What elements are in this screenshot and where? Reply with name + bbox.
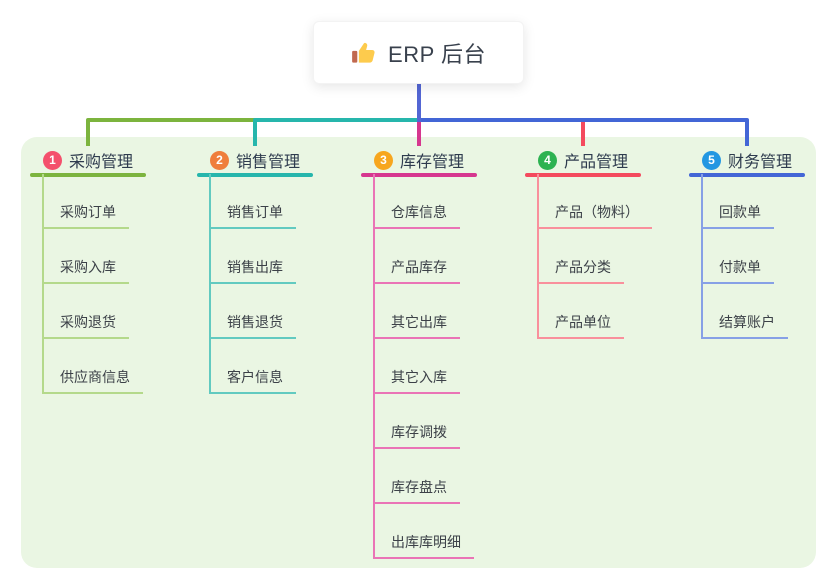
- child-row: 采购订单: [44, 174, 244, 229]
- child-row: 出库库明细: [375, 504, 575, 559]
- branch-node-1[interactable]: 1 采购管理: [30, 147, 146, 173]
- child-row: 其它入库: [375, 339, 575, 394]
- branch-underline: [525, 173, 641, 177]
- branch-underline: [197, 173, 313, 177]
- child-node[interactable]: 结算账户: [703, 315, 788, 339]
- child-node[interactable]: 回款单: [703, 205, 774, 229]
- branch-number-badge: 3: [373, 150, 393, 170]
- child-row: 采购入库: [44, 229, 244, 284]
- child-row: 库存盘点: [375, 449, 575, 504]
- child-node[interactable]: 出库库明细: [375, 535, 474, 559]
- branch-underline: [361, 173, 477, 177]
- child-node[interactable]: 库存调拨: [375, 425, 460, 449]
- branch-5: 5 财务管理回款单付款单结算账户: [689, 147, 805, 339]
- child-row: 销售退货: [211, 284, 411, 339]
- branch-title: 库存管理: [399, 154, 464, 171]
- branch-title: 财务管理: [727, 154, 792, 171]
- child-row: 产品单位: [539, 284, 739, 339]
- branch-children: 仓库信息产品库存其它出库其它入库库存调拨库存盘点出库库明细: [373, 174, 575, 559]
- child-row: 其它出库: [375, 284, 575, 339]
- child-node[interactable]: 产品单位: [539, 315, 624, 339]
- child-row: 产品库存: [375, 229, 575, 284]
- child-node[interactable]: 采购退货: [44, 315, 129, 339]
- branch-2: 2 销售管理销售订单销售出库销售退货客户信息: [197, 147, 313, 394]
- child-row: 销售订单: [211, 174, 411, 229]
- child-row: 回款单: [703, 174, 839, 229]
- branch-title: 销售管理: [235, 154, 300, 171]
- child-row: 库存调拨: [375, 394, 575, 449]
- child-node[interactable]: 其它入库: [375, 370, 460, 394]
- branch-4: 4 产品管理产品（物料） 产品分类产品单位: [525, 147, 652, 339]
- branch-title: 产品管理: [563, 154, 628, 171]
- thumbs-up-icon: [352, 42, 375, 63]
- branch-node-4[interactable]: 4 产品管理: [525, 147, 641, 173]
- child-node[interactable]: 供应商信息: [44, 370, 143, 394]
- child-node[interactable]: 销售出库: [211, 260, 296, 284]
- child-row: 采购退货: [44, 284, 244, 339]
- branch-children: 产品（物料） 产品分类产品单位: [537, 174, 739, 339]
- child-row: 客户信息: [211, 339, 411, 394]
- child-node[interactable]: 产品（物料）: [539, 205, 652, 229]
- child-node[interactable]: 销售订单: [211, 205, 296, 229]
- child-node[interactable]: 库存盘点: [375, 480, 460, 504]
- branch-underline: [30, 173, 146, 177]
- branch-children: 采购订单采购入库采购退货供应商信息: [42, 174, 244, 394]
- branch-number-badge: 1: [42, 150, 62, 170]
- child-row: 仓库信息: [375, 174, 575, 229]
- child-node[interactable]: 产品分类: [539, 260, 624, 284]
- child-node[interactable]: 销售退货: [211, 315, 296, 339]
- branch-node-3[interactable]: 3 库存管理: [361, 147, 477, 173]
- child-row: 产品（物料）: [539, 174, 739, 229]
- child-row: 付款单: [703, 229, 839, 284]
- branch-number-badge: 2: [209, 150, 229, 170]
- branch-children: 回款单付款单结算账户: [701, 174, 839, 339]
- child-node[interactable]: 采购订单: [44, 205, 129, 229]
- branch-3: 3 库存管理仓库信息产品库存其它出库其它入库库存调拨库存盘点出库库明细: [361, 147, 477, 559]
- child-node[interactable]: 客户信息: [211, 370, 296, 394]
- branch-1: 1 采购管理采购订单采购入库采购退货供应商信息: [30, 147, 146, 394]
- root-node-label: ERP 后台: [388, 41, 486, 67]
- branch-underline: [689, 173, 805, 177]
- child-node[interactable]: 仓库信息: [375, 205, 460, 229]
- branch-title: 采购管理: [68, 154, 133, 171]
- child-node[interactable]: 产品库存: [375, 260, 460, 284]
- branch-node-2[interactable]: 2 销售管理: [197, 147, 313, 173]
- branch-number-badge: 4: [537, 150, 557, 170]
- branch-node-5[interactable]: 5 财务管理: [689, 147, 805, 173]
- child-node[interactable]: 付款单: [703, 260, 774, 284]
- branch-number-badge: 5: [701, 150, 721, 170]
- child-node[interactable]: 采购入库: [44, 260, 129, 284]
- child-row: 产品分类: [539, 229, 739, 284]
- root-node[interactable]: ERP 后台: [313, 21, 524, 84]
- mindmap-board: [21, 137, 816, 568]
- branch-children: 销售订单销售出库销售退货客户信息: [209, 174, 411, 394]
- child-node[interactable]: 其它出库: [375, 315, 460, 339]
- child-row: 供应商信息: [44, 339, 244, 394]
- child-row: 结算账户: [703, 284, 839, 339]
- child-row: 销售出库: [211, 229, 411, 284]
